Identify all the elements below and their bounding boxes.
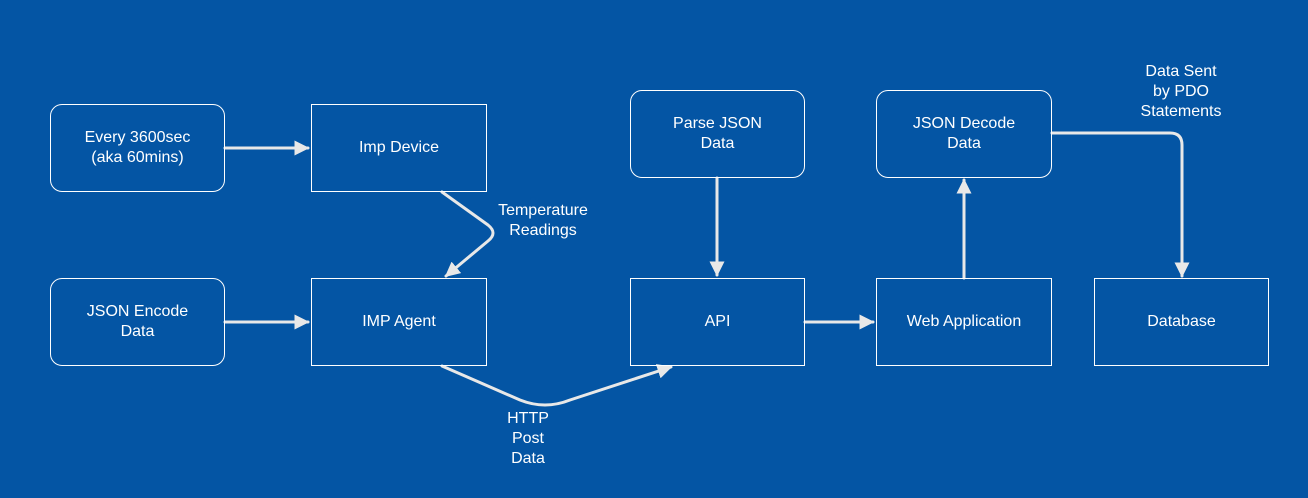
imp-agent-node-label: IMP Agent: [362, 313, 436, 330]
json-encode-node: JSON Encode Data: [50, 278, 225, 366]
imp-device-node-label: Imp Device: [358, 139, 440, 156]
api-node-label: API: [704, 313, 731, 330]
database-node-label: Database: [1147, 313, 1216, 330]
imp-device-node: Imp Device: [311, 104, 487, 192]
temperature-readings-label: Temperature Readings: [498, 202, 588, 239]
timer-node-label: Every 3600sec (aka 60mins): [84, 129, 191, 166]
parse-json-node: Parse JSON Data: [630, 90, 805, 178]
parse-json-node-label: Parse JSON Data: [673, 115, 762, 152]
timer-node: Every 3600sec (aka 60mins): [50, 104, 225, 192]
web-application-node: Web Application: [876, 278, 1052, 366]
api-node: API: [630, 278, 805, 366]
edge-imp-agent-to-api: [440, 364, 673, 407]
json-decode-node: JSON Decode Data: [876, 90, 1052, 178]
json-encode-node-label: JSON Encode Data: [86, 303, 189, 340]
json-decode-node-label: JSON Decode Data: [912, 115, 1016, 152]
http-post-data-label: HTTP Post Data: [507, 410, 549, 467]
edge-json-decode-to-database: [1050, 131, 1190, 278]
database-node: Database: [1094, 278, 1269, 366]
web-application-node-label: Web Application: [906, 313, 1022, 330]
data-sent-pdo-label: Data Sent by PDO Statements: [1140, 63, 1222, 120]
imp-agent-node: IMP Agent: [311, 278, 487, 366]
edge-imp-device-to-imp-agent: [440, 190, 495, 278]
